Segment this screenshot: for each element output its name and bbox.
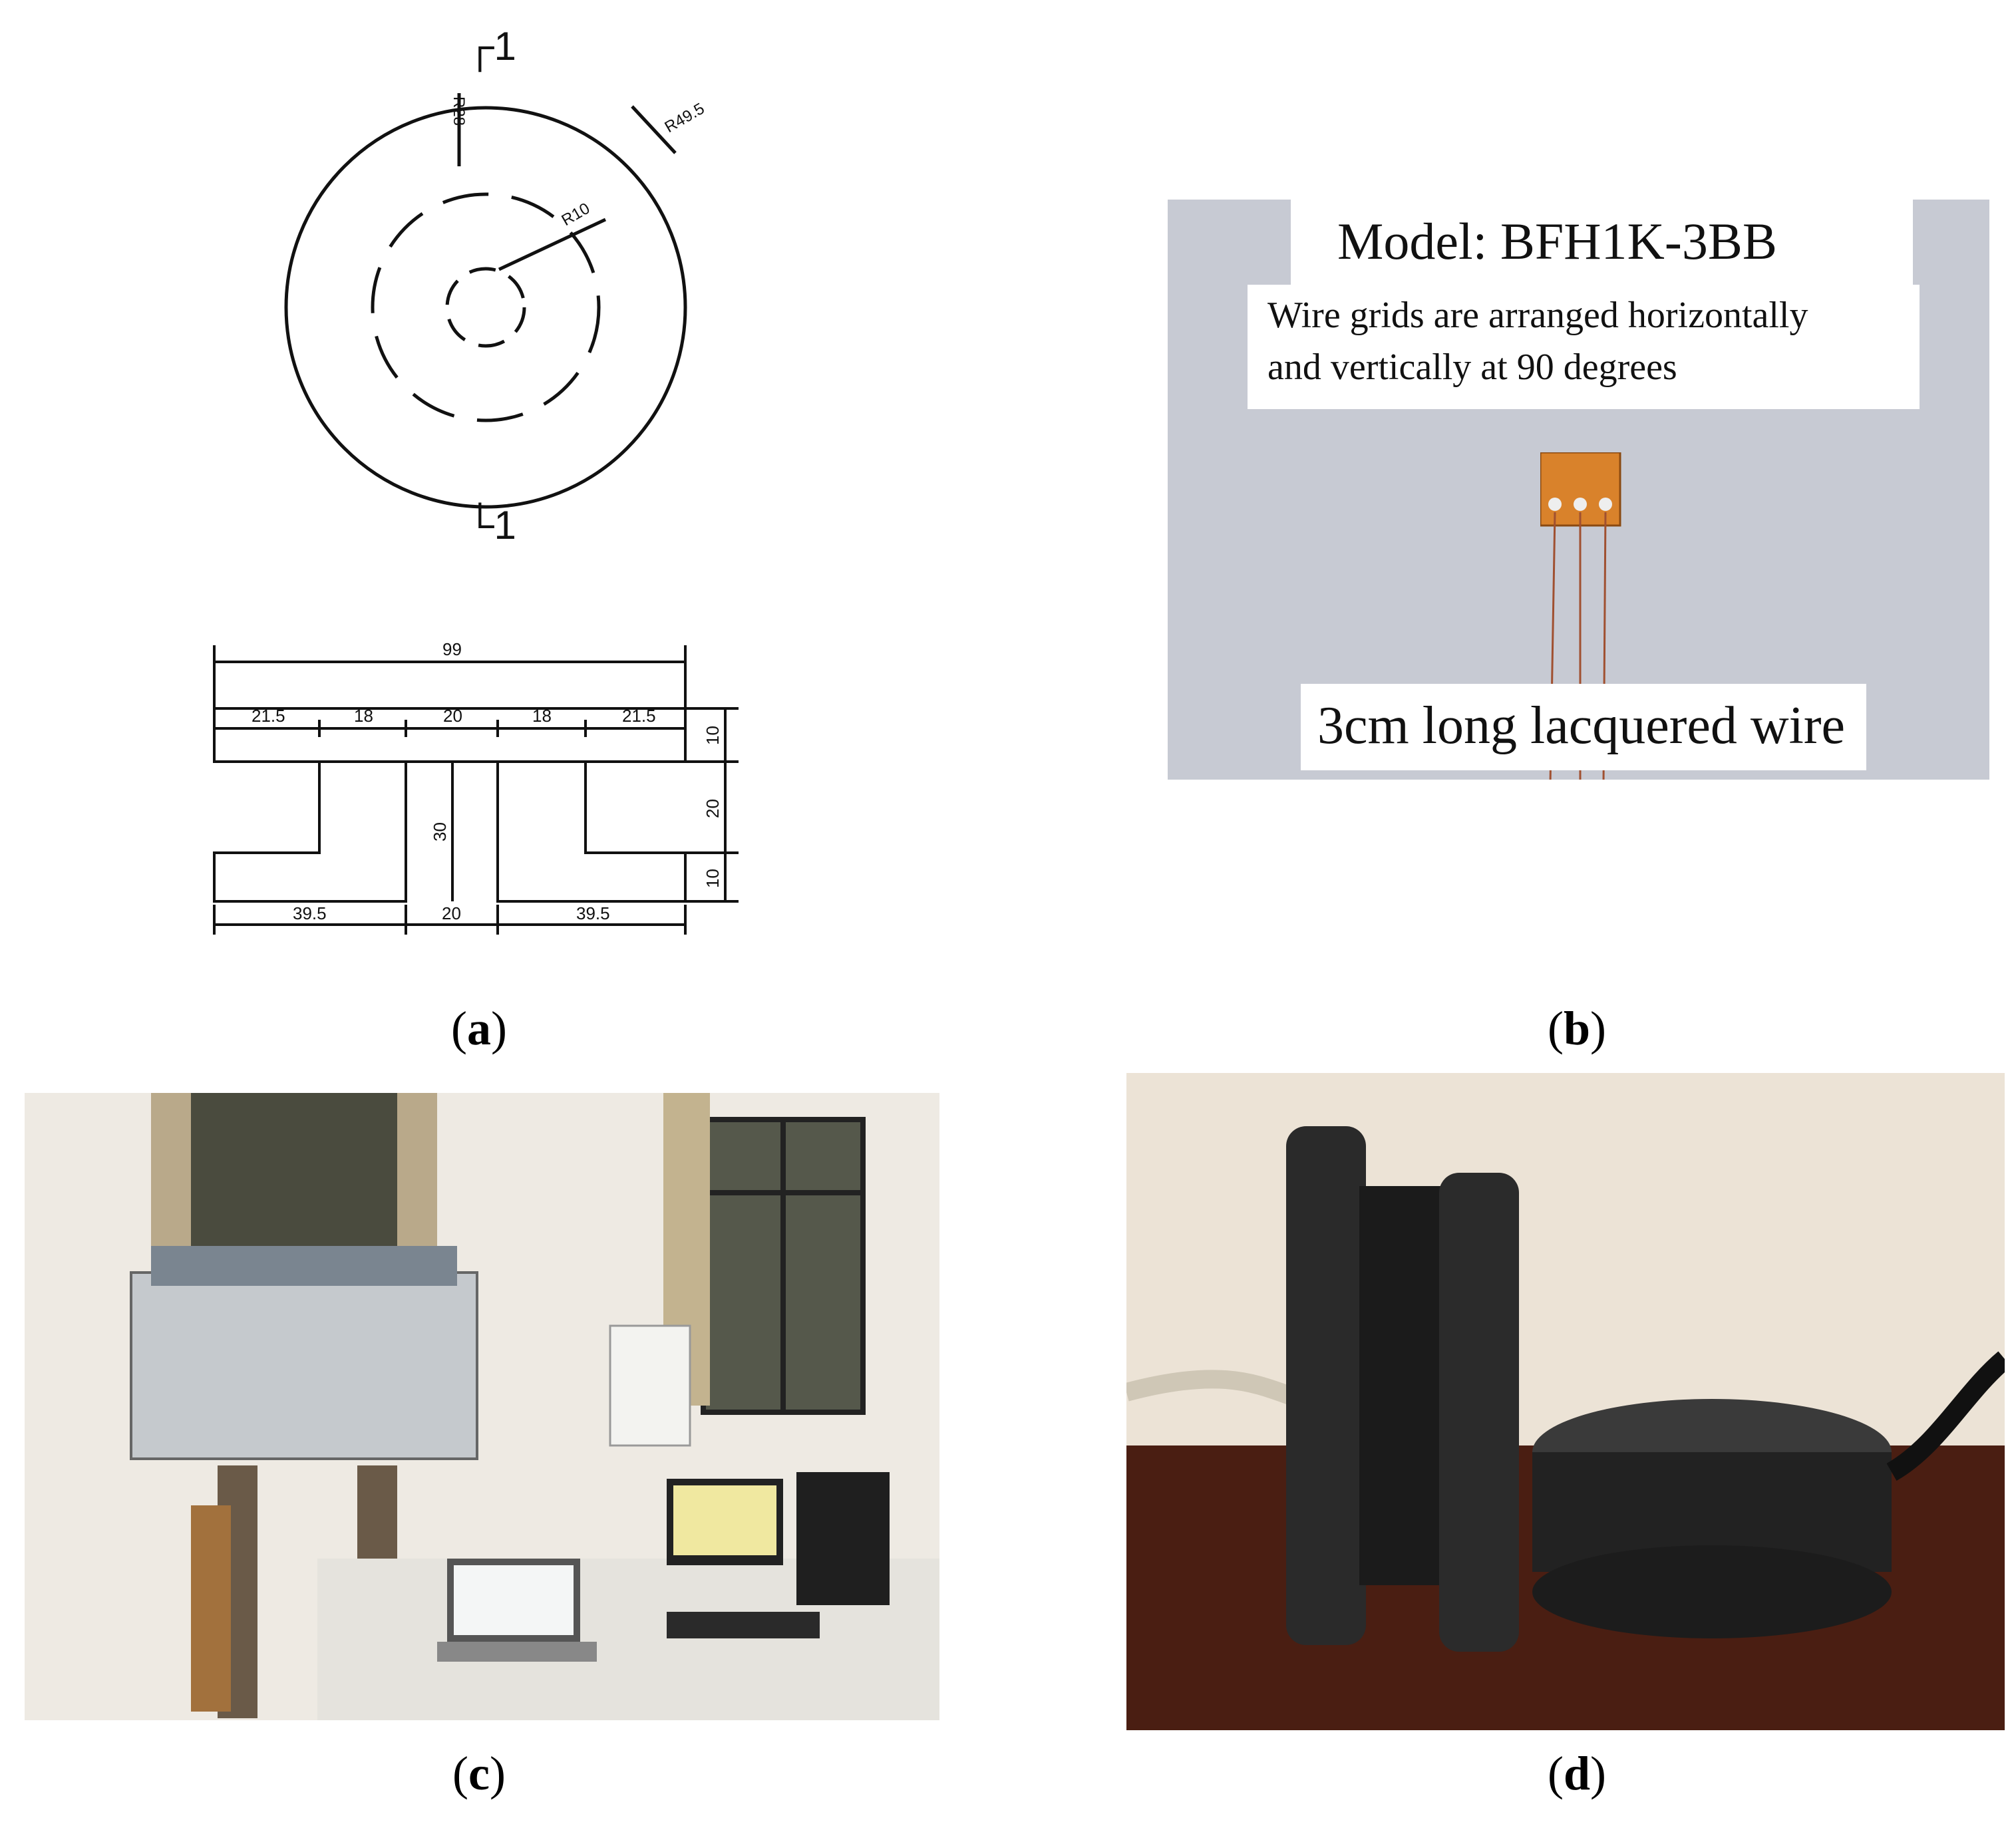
dim-top-4: 18 <box>532 706 552 726</box>
strain-gauge-icon <box>1540 452 1621 780</box>
description-box: Wire grids are arranged horizontally and… <box>1248 285 1920 409</box>
dim-right-2: 20 <box>703 799 723 818</box>
inner-dashed-circle <box>445 267 526 348</box>
panel-b-strain-gauge-photo: Model: BFH1K-3BB Wire grids are arranged… <box>1168 200 1989 780</box>
caption-c: (c) <box>452 1747 506 1800</box>
dim-top-3: 20 <box>443 706 462 726</box>
caption-b: (b) <box>1547 1002 1606 1055</box>
dim-slot: 30 <box>430 822 450 841</box>
dim-bottom-1: 39.5 <box>293 903 327 923</box>
caption-d: (d) <box>1547 1747 1606 1800</box>
dim-total-width: 99 <box>442 639 462 659</box>
wire-label: 3cm long lacquered wire <box>1317 696 1846 755</box>
panel-d-specimen-photo <box>1126 1073 2005 1730</box>
dim-top-2: 18 <box>354 706 373 726</box>
model-label: Model: BFH1K-3BB <box>1337 212 1777 270</box>
dim-right-3: 10 <box>703 869 723 888</box>
description-line-2: and vertically at 90 degrees <box>1267 347 1677 388</box>
middle-dashed-circle <box>371 192 601 422</box>
specimen-illustration <box>1126 1073 2005 1730</box>
lab-scene-illustration <box>25 1093 939 1720</box>
radius-label-outer: R49.5 <box>662 100 708 136</box>
dim-right-1: 10 <box>703 726 723 745</box>
dim-top-1: 21.5 <box>252 706 285 726</box>
dim-top-5: 21.5 <box>622 706 656 726</box>
section-mark-top: ┌1 <box>466 24 516 73</box>
description-line-1: Wire grids are arranged horizontally <box>1267 295 1808 336</box>
radius-label-mid: R28 <box>450 96 468 126</box>
outer-circle <box>284 106 687 509</box>
radius-label-inner: R10 <box>559 200 593 229</box>
model-label-box: Model: BFH1K-3BB <box>1291 200 1913 286</box>
section-mark-bottom: └1 <box>466 502 516 547</box>
panel-c-lab-photo <box>25 1093 939 1720</box>
wire-label-box: 3cm long lacquered wire <box>1301 684 1866 770</box>
panel-a-drawing: ┌1 └1 R28 R49.5 R10 99 <box>213 24 739 935</box>
caption-a: (a) <box>451 1002 507 1055</box>
dim-bottom-3: 39.5 <box>576 903 610 923</box>
section-body-outline <box>213 760 687 903</box>
dim-bottom-2: 20 <box>442 903 461 923</box>
